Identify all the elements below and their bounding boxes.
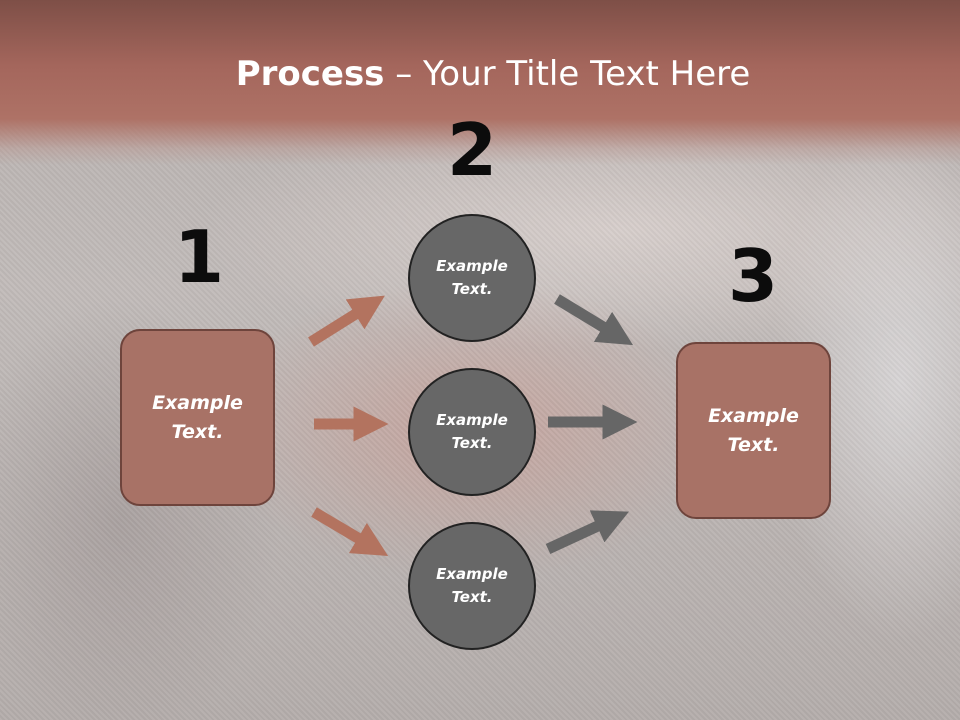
step-3-box: Example Text. — [676, 342, 831, 519]
title-band — [0, 0, 960, 165]
title-bold: Process — [235, 54, 385, 94]
step-number-2: 2 — [446, 108, 498, 192]
step-number-3: 3 — [727, 234, 779, 318]
step-2-circle-middle: Example Text. — [408, 368, 536, 496]
arrow-left-to-bottom — [311, 507, 389, 556]
step-1-box: Example Text. — [120, 329, 275, 506]
slide-title: Process – Your Title Text Here — [0, 52, 960, 96]
arrow-left-to-top — [308, 295, 385, 347]
arrow-top-to-right — [554, 294, 634, 346]
title-rest: – Your Title Text Here — [384, 54, 751, 94]
step-2-circle-top: Example Text. — [408, 214, 536, 342]
arrow-bottom-to-right — [545, 510, 629, 554]
step-2-circle-bottom: Example Text. — [408, 522, 536, 650]
step-number-1: 1 — [173, 215, 225, 299]
